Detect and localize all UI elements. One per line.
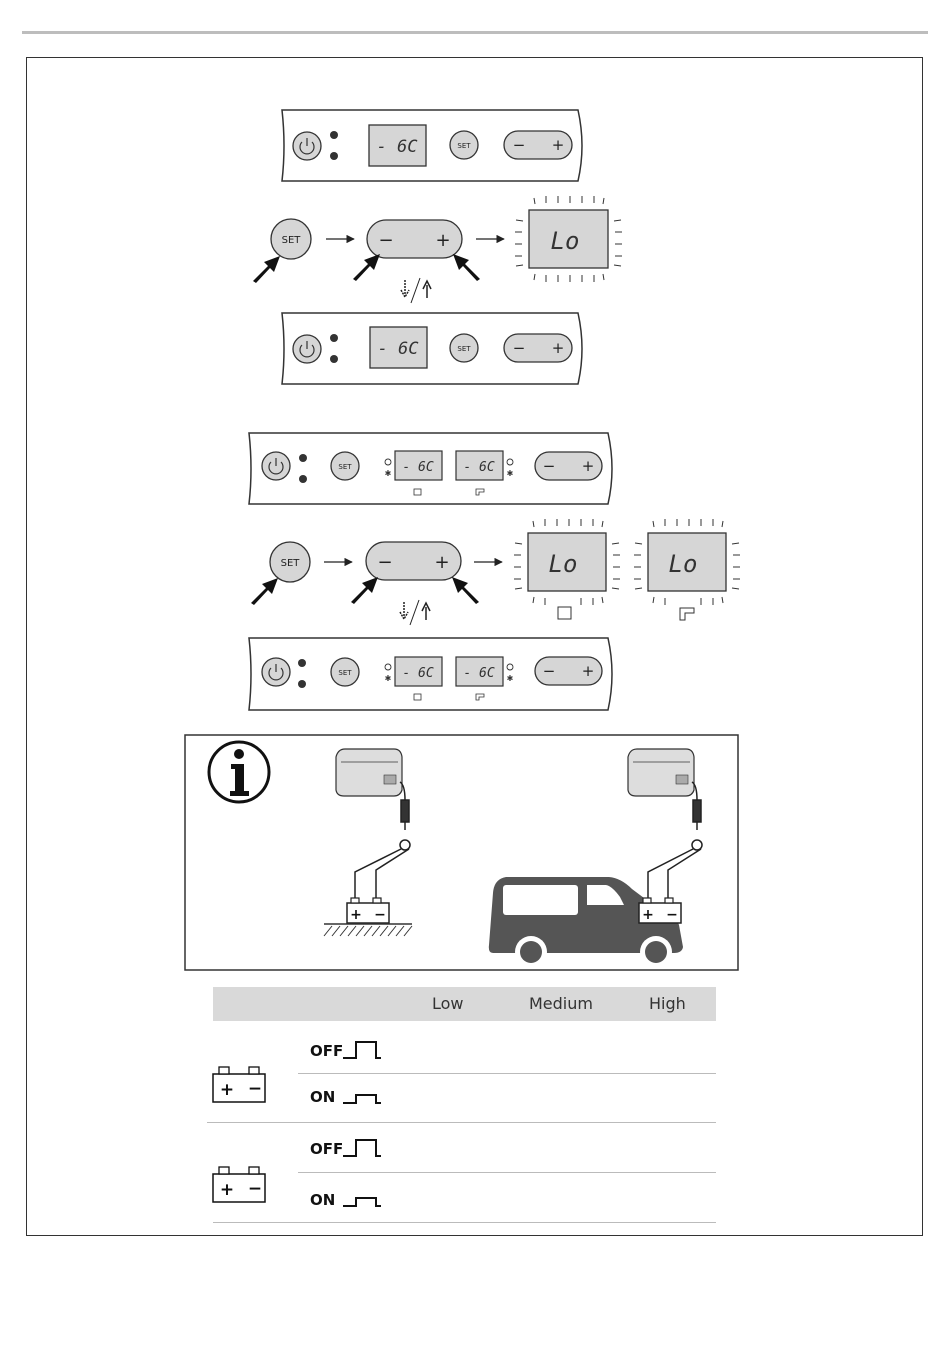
set-button-label: SET xyxy=(282,235,302,246)
flashing-reading: Lo xyxy=(669,550,698,578)
snowflake-icon: ✱ xyxy=(507,674,514,683)
press-arrow-icon xyxy=(251,578,278,605)
ignition-on-icon xyxy=(343,1198,381,1206)
flashing-reading: Lo xyxy=(549,550,578,578)
svg-text:−: − xyxy=(666,907,678,923)
column-low: Low xyxy=(432,994,464,1013)
press-arrow-icon xyxy=(453,254,480,281)
mode-label-on: ON xyxy=(310,1191,335,1209)
row-divider xyxy=(298,1172,716,1173)
plus-label: + xyxy=(552,136,565,154)
ignition-on-icon xyxy=(343,1095,381,1103)
indicator-led xyxy=(330,131,338,139)
setting-sequence-dual: SET − + Lo Lo xyxy=(251,519,740,625)
down-up-arrows-icon xyxy=(401,278,431,303)
info-icon xyxy=(209,742,269,802)
setting-sequence-single: SET − + Lo xyxy=(253,196,622,303)
svg-text:+: + xyxy=(350,907,362,923)
svg-text:+: + xyxy=(642,907,654,923)
press-arrow-icon xyxy=(353,254,380,281)
control-panel-dual-top: SET ✱ - 6C - 6C ✱ − + xyxy=(249,433,612,504)
snowflake-icon: ✱ xyxy=(385,674,392,683)
press-arrow-icon xyxy=(452,577,479,604)
set-button-label: SET xyxy=(338,669,352,677)
control-panel-single-top: - 6C SET − + xyxy=(282,110,582,181)
svg-text:−: − xyxy=(374,907,386,923)
row-divider xyxy=(207,1122,716,1123)
minus-label: − xyxy=(543,662,556,680)
display-reading: - 6C xyxy=(377,137,419,157)
snowflake-icon: ✱ xyxy=(385,469,392,478)
info-box: + − xyxy=(185,735,738,970)
minus-label: − xyxy=(513,136,526,154)
mode-label-on: ON xyxy=(310,1088,335,1106)
indicator-led xyxy=(330,334,338,342)
indicator-led xyxy=(298,680,306,688)
battery-icon: + − xyxy=(213,1167,265,1202)
battery-icon: + − xyxy=(213,1067,265,1102)
press-arrow-icon xyxy=(253,256,280,283)
minus-label: − xyxy=(513,339,526,357)
plus-label: + xyxy=(434,552,449,573)
minus-label: − xyxy=(377,552,392,573)
set-button-label: SET xyxy=(457,345,471,353)
svg-text:−: − xyxy=(248,1179,262,1199)
cooler-icon xyxy=(336,749,402,796)
ignition-off-icon xyxy=(343,1042,381,1058)
plus-label: + xyxy=(582,457,595,475)
display-reading: - 6C xyxy=(402,666,433,681)
indicator-led xyxy=(298,659,306,667)
minus-label: − xyxy=(543,457,556,475)
set-button-label: SET xyxy=(281,558,301,569)
display-reading: - 6C xyxy=(463,666,494,681)
flashing-reading: Lo xyxy=(551,227,580,255)
indicator-led xyxy=(330,355,338,363)
ignition-off-icon xyxy=(343,1140,381,1156)
row-divider xyxy=(213,1222,716,1223)
snowflake-icon: ✱ xyxy=(507,469,514,478)
display-reading: - 6C xyxy=(402,460,433,475)
mode-label-off: OFF xyxy=(310,1042,343,1060)
table-header xyxy=(213,987,716,1021)
zone-icon xyxy=(558,607,571,619)
cooler-icon xyxy=(628,749,694,796)
plus-label: + xyxy=(435,230,450,251)
down-up-arrows-icon xyxy=(400,600,430,625)
press-arrow-icon xyxy=(351,577,378,604)
plus-label: + xyxy=(552,339,565,357)
control-panel-single-bottom: - 6C SET − + xyxy=(282,313,582,384)
indicator-led xyxy=(299,475,307,483)
set-button-label: SET xyxy=(338,463,352,471)
display-reading: - 6C xyxy=(463,460,494,475)
plus-label: + xyxy=(582,662,595,680)
svg-text:+: + xyxy=(220,1080,234,1100)
column-medium: Medium xyxy=(529,994,593,1013)
indicator-led xyxy=(299,454,307,462)
set-button-label: SET xyxy=(457,142,471,150)
column-high: High xyxy=(649,994,686,1013)
row-divider xyxy=(298,1073,716,1074)
mode-label-off: OFF xyxy=(310,1140,343,1158)
zone-icon xyxy=(680,608,694,620)
svg-text:−: − xyxy=(248,1079,262,1099)
display-reading: - 6C xyxy=(378,339,420,359)
indicator-led xyxy=(330,152,338,160)
control-panel-dual-bottom: SET ✱ - 6C - 6C ✱ − + xyxy=(249,638,612,710)
minus-label: − xyxy=(378,230,393,251)
svg-text:+: + xyxy=(220,1180,234,1200)
